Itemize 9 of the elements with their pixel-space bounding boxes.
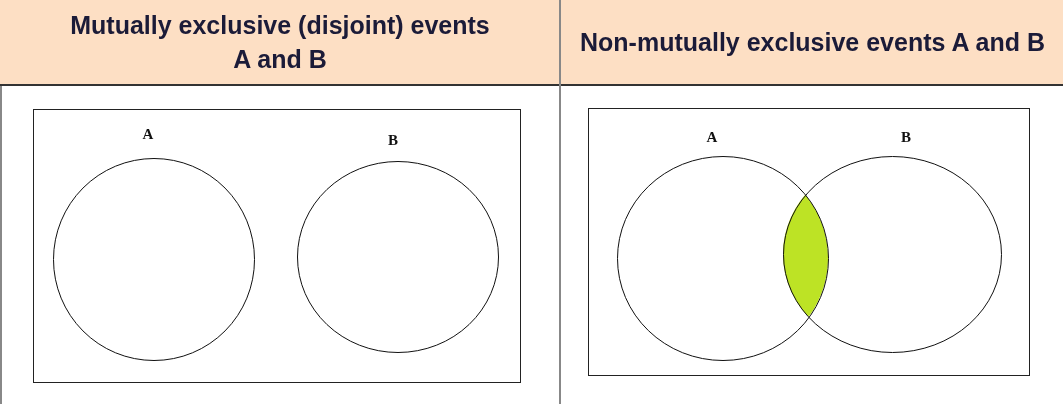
- set-label: B: [901, 129, 911, 145]
- sample-space-rectangle: [33, 109, 521, 383]
- set-label: A: [142, 126, 154, 142]
- set-label: A: [706, 129, 718, 145]
- set-label: B: [388, 132, 398, 148]
- column-heading: Mutually exclusive (disjoint) events A and B: [70, 10, 490, 75]
- sample-space-rectangle: [588, 108, 1030, 376]
- column-heading: Non-mutually exclusive events A and B: [580, 27, 1045, 58]
- intersection-region: [782, 194, 828, 317]
